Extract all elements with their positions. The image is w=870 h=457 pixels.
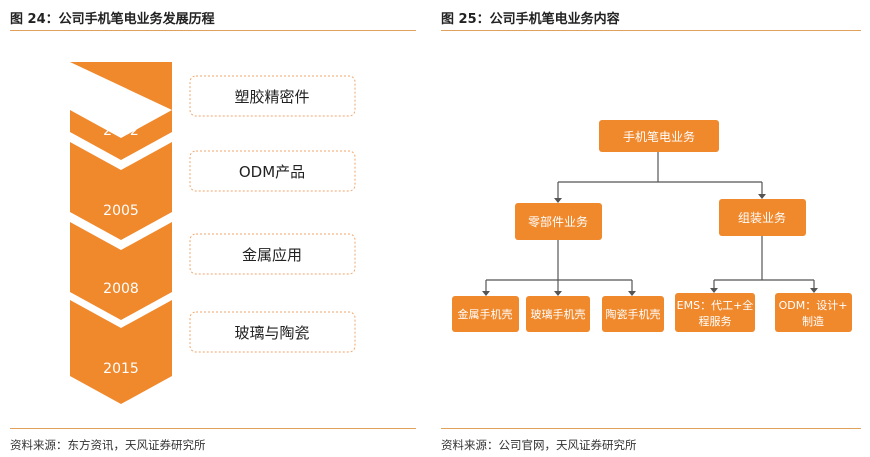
left-source-note: 资料来源：东方资讯，天风证券研究所 [10, 438, 206, 452]
leaf-node-label: 陶瓷手机壳 [606, 307, 661, 321]
milestone-label: ODM产品 [239, 163, 305, 181]
leaf-node-box [526, 296, 590, 332]
milestone-label: 金属应用 [242, 246, 302, 264]
left-source-rule [10, 428, 416, 429]
chevron-shape [70, 62, 172, 160]
leaf-node-label-line1: EMS：代工+全 [677, 298, 754, 312]
chevron-shape [70, 300, 172, 404]
chevron-shape [70, 222, 172, 320]
tree-nodes: 手机笔电业务 零部件业务 组装业务 金属手机壳 玻璃手机壳 陶瓷手机壳 EMS：… [452, 120, 852, 332]
left-title-rule [10, 30, 416, 31]
milestone-label: 玻璃与陶瓷 [234, 324, 309, 342]
root-node-box [599, 120, 719, 152]
root-node-label: 手机笔电业务 [623, 129, 695, 144]
branch-node-box [719, 199, 806, 236]
right-source-rule [441, 428, 861, 429]
right-source-note: 资料来源：公司官网，天风证券研究所 [441, 438, 637, 452]
milestone-box [189, 150, 356, 192]
timeline-step: 2002 [70, 62, 172, 160]
milestone-box [189, 75, 356, 117]
leaf-node-label-line2: 程服务 [699, 315, 732, 328]
timeline-labels: 塑胶精密件 ODM产品 金属应用 玻璃与陶瓷 [189, 75, 356, 353]
tree-connectors [485, 152, 815, 293]
branch-node-label: 零部件业务 [528, 214, 588, 229]
leaf-node-box [775, 293, 852, 332]
milestone-box [189, 233, 356, 275]
branch-node-box [515, 203, 602, 240]
timeline: 2002 2005 2008 2015 [70, 62, 172, 404]
chevron-shape [70, 142, 172, 240]
leaf-node-label-line2: 制造 [802, 314, 824, 328]
milestone-label: 塑胶精密件 [234, 88, 309, 106]
timeline-year: 2002 [103, 123, 139, 139]
right-panel-title: 图 25：公司手机笔电业务内容 [441, 12, 620, 27]
timeline-year: 2008 [103, 281, 139, 297]
milestone-box [189, 311, 356, 353]
left-panel-title: 图 24：公司手机笔电业务发展历程 [10, 12, 215, 27]
timeline-year: 2015 [103, 361, 139, 377]
leaf-node-label-line1: ODM：设计+ [779, 299, 848, 312]
timeline-step: 2005 [70, 142, 172, 240]
leaf-node-box [675, 293, 755, 332]
timeline-year: 2005 [103, 203, 139, 219]
leaf-node-box [452, 296, 519, 332]
leaf-node-box [602, 296, 664, 332]
leaf-node-label: 玻璃手机壳 [531, 307, 586, 321]
branch-node-label: 组装业务 [738, 210, 786, 225]
timeline-step: 2015 [70, 300, 172, 404]
leaf-node-label: 金属手机壳 [458, 307, 513, 321]
right-title-rule [441, 30, 861, 31]
tree-arrowheads [482, 194, 818, 296]
timeline-step: 2008 [70, 222, 172, 320]
